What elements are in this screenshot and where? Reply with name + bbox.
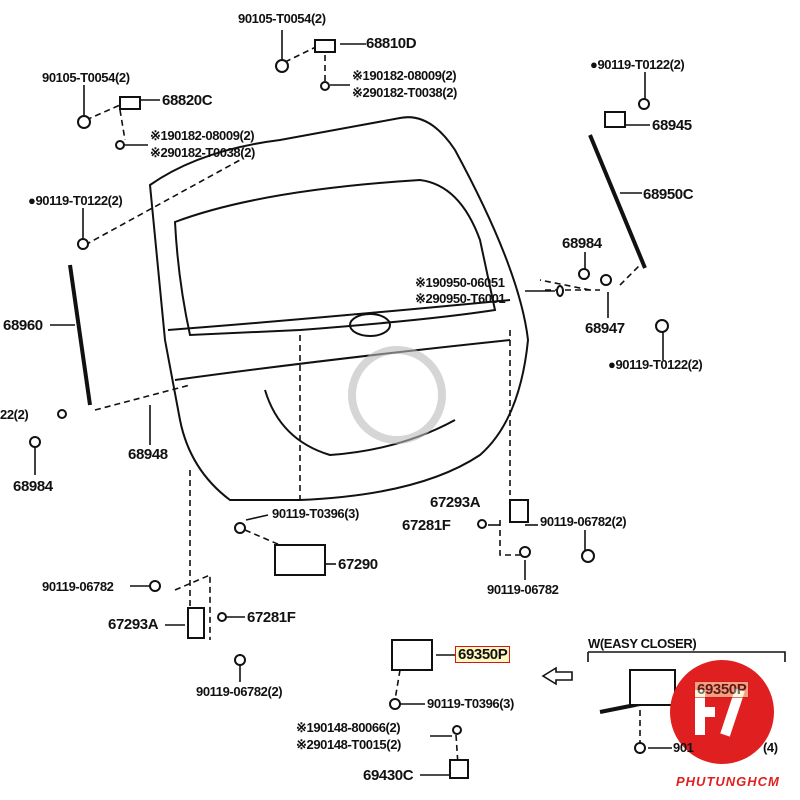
label-clip-right-1: ※190182-08009(2) <box>352 68 457 83</box>
label-68948: 68948 <box>128 446 168 463</box>
label-90119-06782-right: 90119-06782 <box>487 582 559 597</box>
label-90119-06782-2-left: 90119-06782(2) <box>196 684 283 699</box>
easy-closer-title: W(EASY CLOSER) <box>588 636 697 651</box>
label-68820c: 68820C <box>162 92 213 109</box>
label-69350p[interactable]: 69350P <box>454 646 511 663</box>
label-grommet-2: ※290950-T6001 <box>415 291 506 306</box>
label-67293a-left: 67293A <box>108 616 159 633</box>
label-90148-1: ※190148-80066(2) <box>296 720 401 735</box>
label-68984-left: 68984 <box>13 478 53 495</box>
watermark-logo-center <box>348 346 446 444</box>
label-clip-left-1: ※190182-08009(2) <box>150 128 255 143</box>
label-90119-06782-2-right: 90119-06782(2) <box>540 514 627 529</box>
label-90119-06782-left: 90119-06782 <box>42 579 114 594</box>
label-68950c: 68950C <box>643 186 694 203</box>
label-bolt-closer-qty: (4) <box>763 740 778 755</box>
label-grommet-1: ※190950-06051 <box>415 275 505 290</box>
watermark-text: PHUTUNGHCM <box>676 774 780 789</box>
label-68945: 68945 <box>652 117 692 134</box>
label-bolt-closer: 901 <box>673 740 694 755</box>
label-bolt-left-upper: ●90119-T0122(2) <box>28 193 123 208</box>
label-67290: 67290 <box>338 556 378 573</box>
label-bolt-left-lower: 22(2) <box>0 407 29 422</box>
label-bolt-right-lower: ●90119-T0122(2) <box>608 357 703 372</box>
label-90148-2: ※290148-T0015(2) <box>296 737 401 752</box>
label-90105-t0054-left: 90105-T0054(2) <box>42 70 130 85</box>
label-clip-right-2: ※290182-T0038(2) <box>352 85 457 100</box>
label-68947: 68947 <box>585 320 625 337</box>
label-67293a-right: 67293A <box>430 494 481 511</box>
label-bolt-right-upper: ●90119-T0122(2) <box>590 57 685 72</box>
label-69430c: 69430C <box>363 767 414 784</box>
label-68984-right: 68984 <box>562 235 602 252</box>
label-90105-t0054-right: 90105-T0054(2) <box>238 11 326 26</box>
label-90119-t0396-upper: 90119-T0396(3) <box>272 506 359 521</box>
label-67281f-right: 67281F <box>402 517 451 534</box>
label-68960: 68960 <box>3 317 43 334</box>
label-90119-t0396-lower: 90119-T0396(3) <box>427 696 514 711</box>
label-68810d: 68810D <box>366 35 417 52</box>
label-clip-left-2: ※290182-T0038(2) <box>150 145 255 160</box>
label-69350p-closer[interactable]: 69350P <box>693 681 750 698</box>
label-67281f-left: 67281F <box>247 609 296 626</box>
